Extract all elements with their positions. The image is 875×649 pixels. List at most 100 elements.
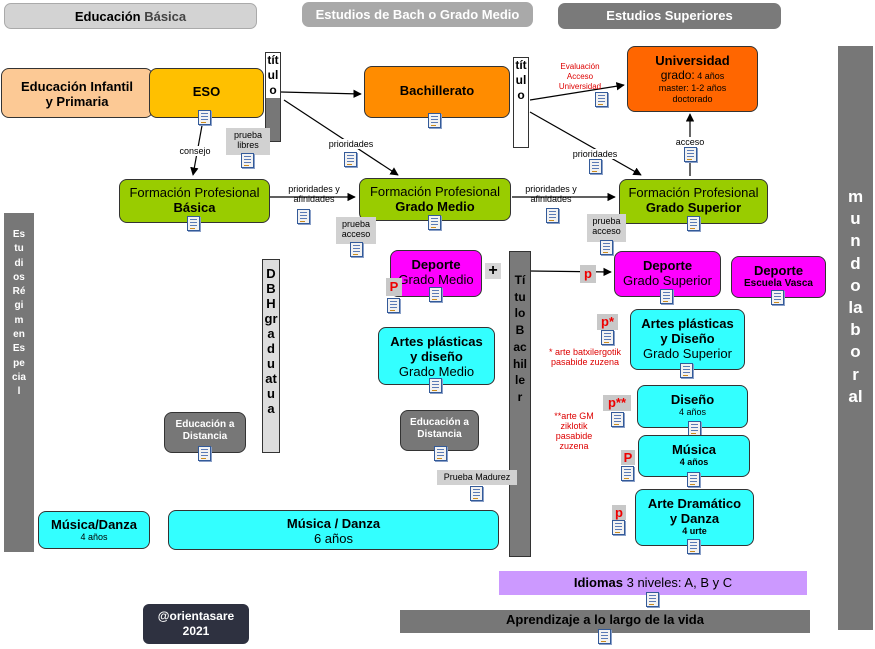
acceso-document-icon[interactable] — [684, 147, 697, 162]
titulo-bach-bar: título — [513, 57, 529, 148]
artes-gm-line3: Grado Medio — [398, 364, 475, 379]
deporte-ev-line1: Deporte — [753, 263, 804, 278]
universidad-doctorado: doctorado — [672, 94, 713, 104]
titulo-eso-bar: título — [265, 52, 281, 142]
prioridades-eso-label: prioridades — [322, 139, 380, 149]
prueba-acceso-2-label: prueba acceso — [587, 214, 626, 242]
fp-medio-box: Formación Profesional Grado Medio — [359, 178, 511, 221]
edu-distancia-1-label: Educación a Distancia — [175, 419, 235, 442]
prioridades-bach-document-icon[interactable] — [589, 159, 602, 174]
diseno-p-document-icon[interactable] — [611, 412, 624, 427]
aprendizaje-bar: Aprendizaje a lo largo de la vida — [400, 610, 810, 633]
artes-gs-box: Artes plásticas y Diseño Grado Superior — [630, 309, 745, 370]
header-estudios-superiores: Estudios Superiores — [558, 3, 781, 29]
musica-p-badge: P — [621, 450, 635, 465]
deporte-ev-line2: Escuela Vasca — [744, 278, 813, 289]
credit-handle: @orientasare — [157, 609, 235, 623]
fp-medio-line2: Grado Medio — [395, 199, 475, 214]
header-educacion-basica: Educación Básica — [4, 3, 257, 29]
artes-gm-line2: y diseño — [410, 349, 463, 364]
diseno-p-badge: p** — [603, 395, 631, 411]
artes-gs-document-icon[interactable] — [680, 363, 693, 378]
musica-line1: Música — [671, 442, 717, 457]
prio-afin-1-label: prioridades y afinidades — [288, 184, 340, 204]
musica-danza-big-line2: 6 años — [313, 531, 354, 546]
header-basica-bold: Educación — [74, 9, 141, 24]
musica-danza-big-line1: Música / Danza — [286, 516, 381, 531]
aprendizaje-document-icon[interactable] — [598, 629, 611, 644]
estudios-regimen-especial-bar: Estudios Régimen Especial — [4, 213, 34, 552]
artes-gs-p-document-icon[interactable] — [601, 330, 614, 345]
universidad-grado-years: 4 años — [694, 71, 725, 81]
titulo-eso-label: título — [266, 53, 280, 98]
edu-distancia-2-document-icon[interactable] — [434, 446, 447, 461]
musica-p-document-icon[interactable] — [621, 466, 634, 481]
idiomas-document-icon[interactable] — [646, 592, 659, 607]
diseno-document-icon[interactable] — [688, 421, 701, 436]
prio-afin-2-document-icon[interactable] — [546, 208, 559, 223]
bachillerato-label: Bachillerato — [399, 83, 475, 98]
titulo-bachiller-bar: Título Bachiller — [509, 251, 531, 557]
musica-danza-small-line2: 4 años — [80, 532, 108, 542]
estudios-regimen-especial-label: Estudios Régimen Especial — [12, 229, 28, 398]
credit-year: 2021 — [182, 624, 210, 638]
fp-basica-document-icon[interactable] — [187, 216, 200, 231]
mundo-laboral-bar: mundo laboral — [838, 46, 873, 630]
edu-distancia-1-box: Educación a Distancia — [164, 412, 246, 453]
plus-sign: + — [485, 263, 501, 279]
prio-afin-1-document-icon[interactable] — [297, 209, 310, 224]
edu-distancia-1-document-icon[interactable] — [198, 446, 211, 461]
idiomas-bar: Idiomas 3 niveles: A, B y C — [499, 571, 807, 595]
artes-gm-document-icon[interactable] — [429, 378, 442, 393]
arte-dram-document-icon[interactable] — [687, 539, 700, 554]
deporte-ev-document-icon[interactable] — [771, 290, 784, 305]
acceso-label: acceso — [672, 137, 708, 147]
eso-document-icon[interactable] — [198, 110, 211, 125]
musica-box: Música 4 años — [638, 435, 750, 477]
arte-dramatico-box: Arte Dramático y Danza 4 urte — [635, 489, 754, 546]
prueba-madurez-document-icon[interactable] — [470, 486, 483, 501]
arte-dram-line1: Arte Dramático — [647, 496, 742, 511]
eso-label: ESO — [192, 84, 221, 99]
prueba-acceso-2-document-icon[interactable] — [600, 240, 613, 255]
artes-gs-line2: y Diseño — [660, 331, 715, 346]
header-basica-rest: Básica — [140, 9, 187, 24]
fp-superior-line1: Formación Profesional — [628, 185, 759, 200]
bachillerato-document-icon[interactable] — [428, 113, 441, 128]
diseno-line1: Diseño — [670, 392, 715, 407]
arte-dram-line2: y Danza — [669, 511, 720, 526]
deporte-gm-p-document-icon[interactable] — [387, 298, 400, 313]
arte-dram-line3: 4 urte — [682, 526, 707, 536]
fp-medio-document-icon[interactable] — [428, 215, 441, 230]
universidad-master: master: 1-2 años — [658, 83, 727, 93]
deporte-gs-document-icon[interactable] — [660, 289, 673, 304]
dbh-graduatua-label: DBH graduatua — [264, 266, 280, 416]
artes-gs-p-badge: p* — [597, 314, 618, 330]
prueba-libres-label: prueba libres — [226, 128, 270, 155]
prioridades-eso-document-icon[interactable] — [344, 152, 357, 167]
fp-basica-line1: Formación Profesional — [129, 185, 260, 200]
musica-danza-small-box: Música/Danza 4 años — [38, 511, 150, 549]
consejo-label: consejo — [175, 146, 215, 156]
fp-basica-line2: Básica — [173, 200, 216, 215]
fp-superior-line2: Grado Superior — [645, 200, 742, 215]
edu-distancia-2-box: Educación a Distancia — [400, 410, 479, 451]
note-star-label: * arte batxilergotik pasabide zuzena — [548, 347, 622, 367]
infantil-primaria-label: Educación Infantil y Primaria — [21, 79, 133, 109]
deporte-gs-p-badge: p — [580, 265, 596, 283]
fp-superior-document-icon[interactable] — [687, 216, 700, 231]
arte-dram-p-document-icon[interactable] — [612, 520, 625, 535]
evaluacion-acceso-label: Evaluación Acceso Universidad — [558, 62, 602, 91]
arte-dram-p-badge: p — [612, 505, 626, 520]
infantil-primaria-box: Educación Infantil y Primaria — [1, 68, 153, 118]
prueba-libres-document-icon[interactable] — [241, 153, 254, 168]
prueba-acceso-1-document-icon[interactable] — [350, 242, 363, 257]
deporte-gm-document-icon[interactable] — [429, 287, 442, 302]
diseno-box: Diseño 4 años — [637, 385, 748, 428]
musica-document-icon[interactable] — [687, 472, 700, 487]
evaluacion-document-icon[interactable] — [595, 92, 608, 107]
deporte-gm-p-badge: P — [386, 278, 402, 296]
musica-line2: 4 años — [679, 457, 709, 467]
bachillerato-box: Bachillerato — [364, 66, 510, 118]
